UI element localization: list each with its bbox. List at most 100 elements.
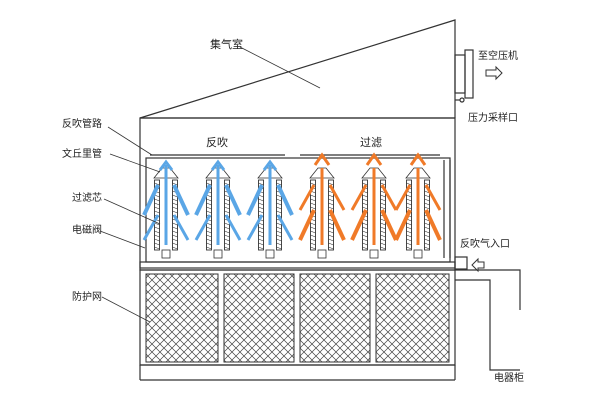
filter-pleat (380, 222, 386, 226)
filter-pleat (258, 182, 264, 186)
flow-arrow-in (424, 209, 442, 241)
label-mode-backflush: 反吹 (206, 136, 228, 149)
flow-arrow-head (210, 159, 226, 171)
flow-arrow-in (424, 184, 442, 211)
label-venturi: 文丘里管 (62, 147, 102, 160)
filter-pleat (154, 238, 160, 242)
filter-pleat (310, 222, 316, 226)
filter-pleat (224, 226, 230, 230)
leader-backflush-pipe (107, 126, 153, 156)
flow-arrow-out (142, 184, 160, 216)
filter-pleat (224, 206, 230, 210)
filter-pleat (154, 246, 160, 250)
filter-pleat (424, 234, 430, 238)
filter-pleat (362, 242, 368, 246)
filter-pleat (406, 238, 412, 242)
filter-pleat (406, 202, 412, 206)
leader-collector (239, 46, 321, 89)
flow-arrow-out (224, 184, 242, 216)
filter-pleat (172, 246, 178, 250)
filter-pleat (424, 238, 430, 242)
filter-pleat (328, 206, 334, 210)
flow-arrow-out (246, 214, 264, 241)
filter-pleat (224, 230, 230, 234)
filter-pleat (380, 218, 386, 222)
filter-pleat (172, 222, 178, 226)
filter-pleat (380, 234, 386, 238)
filter-pleat (424, 218, 430, 222)
labels: 集气室 至空压机 压力采样口 反吹管路 文丘里管 过滤芯 电磁阀 反吹气入口 防… (62, 37, 524, 384)
filter-pleat (154, 234, 160, 238)
flow-arrow-out (276, 214, 294, 241)
filter-pleat (172, 210, 178, 214)
flow-arrow-out (172, 214, 190, 241)
filter-pleat (406, 230, 412, 234)
backflush-inlet-pipe (454, 256, 468, 270)
flow-arrow-in (350, 184, 368, 211)
filter-pleat (258, 206, 264, 210)
filter-pleat (154, 222, 160, 226)
flow-arrow-in (394, 184, 412, 211)
filter-pleat (258, 234, 264, 238)
filter-pleat (362, 202, 368, 206)
electrical-cable-2 (455, 269, 521, 310)
filter-pleat (380, 230, 386, 234)
label-pressure-port: 压力采样口 (468, 111, 518, 124)
protective-screen (145, 273, 450, 363)
filter-pleat (206, 206, 212, 210)
flow-arrow-out (142, 214, 160, 241)
flow-arrow-out (194, 184, 212, 216)
outlet-flange (464, 49, 474, 99)
screen-panel (375, 273, 450, 363)
chamber-roof (139, 19, 456, 119)
filter-pleat (424, 226, 430, 230)
filter-pleat (154, 210, 160, 214)
filter-pleat (310, 182, 316, 186)
label-filter-element: 过滤芯 (72, 191, 102, 204)
filter-pleat (424, 246, 430, 250)
filter-pleat (172, 238, 178, 242)
backflush-flow (246, 159, 294, 245)
filter-pleat (310, 202, 316, 206)
filter-pleat (424, 242, 430, 246)
flow-arrow-head (158, 159, 174, 171)
solenoid-valve-body (161, 249, 171, 259)
filter-pleat (172, 194, 178, 198)
filter-pleat (380, 206, 386, 210)
filter-pleat (258, 238, 264, 242)
filter-pleat (154, 202, 160, 206)
filter-pleat (172, 234, 178, 238)
filter-pleat (328, 234, 334, 238)
flow-arrow-head (262, 159, 278, 171)
filter-pleat (224, 198, 230, 202)
filter-pleat (154, 206, 160, 210)
filter-pleat (276, 234, 282, 238)
filter-pleat (310, 238, 316, 242)
flow-arrow-head (313, 152, 331, 166)
filter-pleat (424, 222, 430, 226)
flow-arrow-head (409, 152, 427, 166)
backflush-flow (194, 159, 242, 245)
filter-pleat (172, 226, 178, 230)
filter-pleat (206, 210, 212, 214)
filter-pleat (380, 226, 386, 230)
filter-pleat (206, 230, 212, 234)
filter-pleat (424, 202, 430, 206)
filter-pleat (362, 246, 368, 250)
filter-pleat (154, 230, 160, 234)
filter-pleat (206, 246, 212, 250)
filter-pleat (362, 206, 368, 210)
filter-pleat (328, 202, 334, 206)
filter-pleat (172, 242, 178, 246)
filter-pleat (206, 202, 212, 206)
filter-pleat (328, 218, 334, 222)
solenoid-valve-body (369, 249, 379, 259)
filter-pleat (276, 242, 282, 246)
filter-pleat (406, 246, 412, 250)
filter-pleat (380, 238, 386, 242)
filtering-flow (298, 152, 346, 245)
filter-pleat (224, 234, 230, 238)
filter-pleat (172, 230, 178, 234)
filter-pleat (224, 238, 230, 242)
flow-arrow-out (224, 214, 242, 241)
